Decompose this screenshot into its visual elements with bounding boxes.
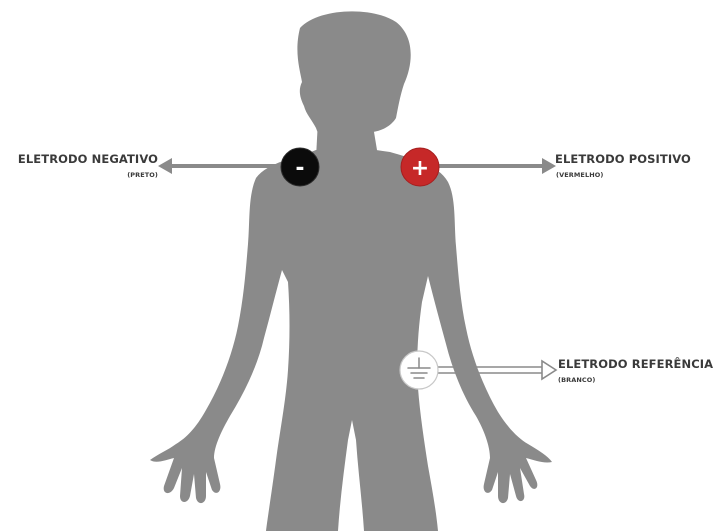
positive-electrode-sublabel: (VERMELHO) <box>556 171 603 179</box>
reference-electrode-label: ELETRODO REFERÊNCIA <box>558 357 713 371</box>
body-silhouette <box>150 11 552 531</box>
reference-electrode-circle <box>400 351 438 389</box>
negative-arrowhead-icon <box>158 158 172 174</box>
reference-electrode-sublabel: (BRANCO) <box>558 376 595 384</box>
negative-electrode: - <box>281 148 319 186</box>
positive-arrowhead-icon <box>542 158 556 174</box>
positive-electrode: + <box>401 148 439 186</box>
positive-electrode-label: ELETRODO POSITIVO <box>555 152 691 166</box>
negative-electrode-sublabel: (PRETO) <box>127 171 158 179</box>
reference-arrowhead-icon <box>542 361 556 379</box>
torso <box>150 150 552 531</box>
plus-icon: + <box>411 156 429 181</box>
negative-electrode-label: ELETRODO NEGATIVO <box>18 152 158 166</box>
minus-icon: - <box>295 156 304 181</box>
reference-electrode <box>400 351 438 389</box>
